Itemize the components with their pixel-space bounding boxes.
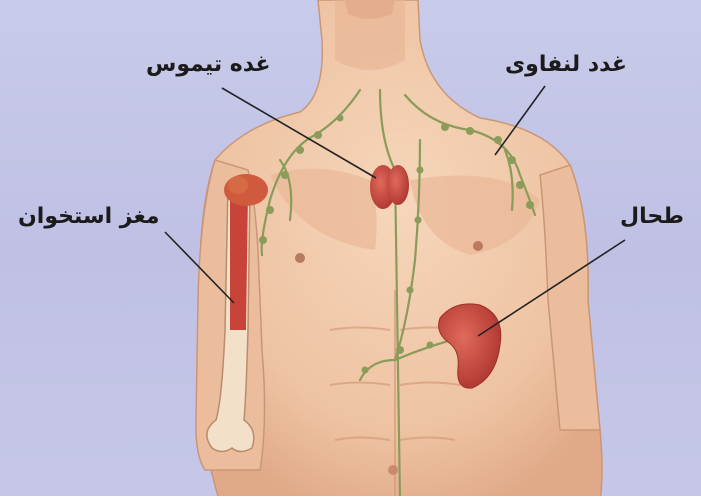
label-lymph-nodes: غدد لنفاوی bbox=[505, 52, 627, 77]
right-nipple bbox=[473, 241, 483, 251]
navel bbox=[388, 465, 398, 475]
label-bone-marrow: مغز استخوان bbox=[18, 204, 160, 229]
bottom-border bbox=[0, 496, 701, 503]
thymus-organ bbox=[370, 165, 409, 209]
label-spleen: طحال bbox=[620, 204, 684, 229]
left-nipple bbox=[295, 253, 305, 263]
label-thymus: غده تیموس bbox=[146, 52, 271, 77]
